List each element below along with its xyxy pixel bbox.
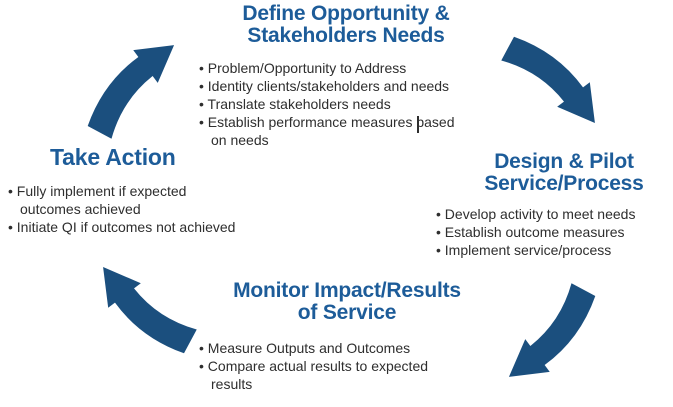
bullet-item: Initiate QI if outcomes not achieved <box>8 218 260 236</box>
stage-bullets-monitor-impact: Measure Outputs and Outcomes Compare act… <box>199 339 491 393</box>
stage-title-define-opportunity: Define Opportunity & Stakeholders Needs <box>242 2 450 47</box>
bullet-item: Establish outcome measures <box>436 223 668 241</box>
stray-cursor-mark <box>417 116 419 133</box>
bullet-item: Translate stakeholders needs <box>199 95 483 113</box>
stage-bullets-define-opportunity: Problem/Opportunity to Address Identity … <box>199 59 483 149</box>
bullet-item: Implement service/process <box>436 241 668 259</box>
bullet-item: Develop activity to meet needs <box>436 205 668 223</box>
stage-title-design-pilot: Design & Pilot Service/Process <box>484 150 644 195</box>
bullet-item: Fully implement if expected outcomes ach… <box>8 182 260 218</box>
stage-title-take-action: Take Action <box>50 144 176 170</box>
bullet-item: Compare actual results to expected resul… <box>199 357 491 393</box>
curved-arrow-monitor-to-take-action-icon <box>103 266 197 354</box>
bullet-item: Identity clients/stakeholders and needs <box>199 77 483 95</box>
curved-arrow-define-to-design-icon <box>501 36 595 124</box>
bullet-item: Establish performance measures based on … <box>199 113 483 149</box>
stage-title-monitor-impact: Monitor Impact/Results of Service <box>233 279 461 324</box>
curved-arrow-take-action-to-define-icon <box>87 45 175 139</box>
stage-bullets-design-pilot: Develop activity to meet needs Establish… <box>436 205 668 259</box>
curved-arrow-design-to-monitor-icon <box>508 283 596 377</box>
bullet-item: Measure Outputs and Outcomes <box>199 339 491 357</box>
bullet-item: Problem/Opportunity to Address <box>199 59 483 77</box>
stage-bullets-take-action: Fully implement if expected outcomes ach… <box>8 182 260 236</box>
